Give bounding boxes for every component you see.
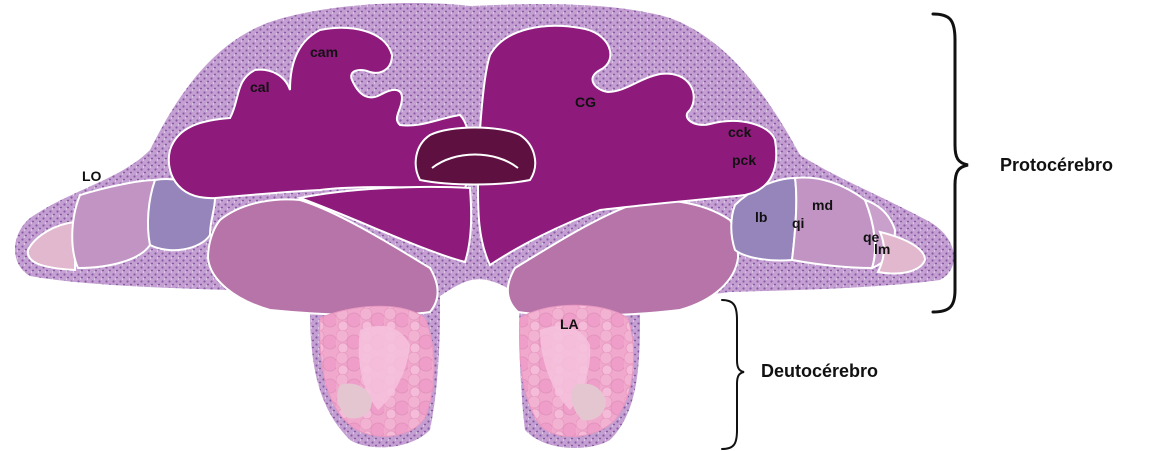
brace-deutocerebro: [722, 300, 744, 449]
label-cam: cam: [310, 44, 338, 60]
label-lb: lb: [755, 209, 767, 225]
label-qi: qi: [792, 215, 804, 231]
label-cal: cal: [250, 79, 269, 95]
label-lm: lm: [874, 241, 890, 257]
label-la: LA: [560, 316, 579, 332]
label-md: md: [812, 197, 833, 213]
label-lo: LO: [82, 168, 102, 184]
label-cck: cck: [728, 124, 752, 140]
group-deutocerebro: Deutocérebro: [761, 361, 878, 381]
label-cg: CG: [575, 94, 596, 110]
central-dark-body: [416, 128, 536, 185]
label-pck: pck: [732, 152, 756, 168]
group-protocerebro: Protocérebro: [1000, 155, 1113, 175]
